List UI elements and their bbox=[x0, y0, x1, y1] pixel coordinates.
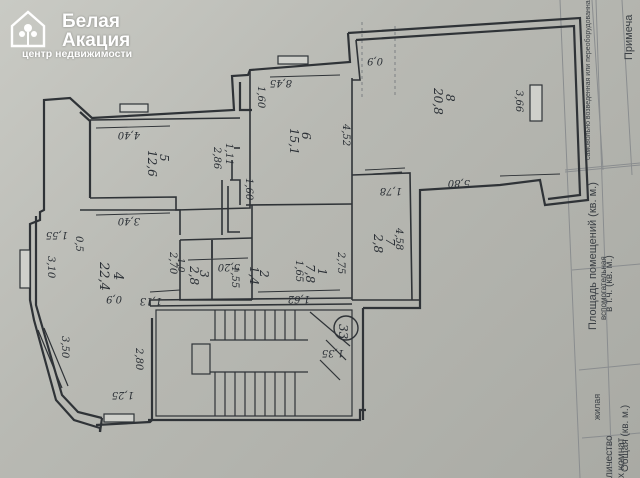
dim-label: 1,25 bbox=[112, 389, 134, 400]
dim-label: 3,50 bbox=[59, 336, 70, 359]
dim-label: 8,45 bbox=[270, 77, 292, 88]
dim-label: 1,55 bbox=[46, 229, 68, 240]
staircase bbox=[155, 309, 359, 417]
room-area: 7,8 bbox=[303, 264, 317, 283]
dim-label: 0,5 bbox=[73, 236, 84, 252]
room-area: 1,4 bbox=[247, 266, 261, 285]
windows bbox=[19, 55, 543, 423]
dim-label: 2,75 bbox=[335, 251, 346, 274]
dim-label: 1,55 bbox=[229, 266, 240, 288]
room-area: 2,8 bbox=[371, 233, 385, 253]
area-header: Площадь помещений (кв. м.) bbox=[587, 182, 599, 330]
including-header: в т.ч. (кв. м.) bbox=[604, 255, 615, 312]
room-number: 7 bbox=[383, 238, 397, 246]
dim-label: 3,40 bbox=[117, 215, 140, 226]
room-area: 12,6 bbox=[145, 150, 159, 177]
room-number: 4 bbox=[110, 271, 125, 280]
dim-label: 0,9 bbox=[105, 293, 122, 304]
rooms-count-header: личество bbox=[604, 435, 615, 478]
self-built-header: самовольно возведенная или переоборудова… bbox=[584, 0, 592, 160]
dim-label: 1,0 bbox=[175, 258, 185, 273]
dim-label: 1,60 bbox=[243, 178, 254, 201]
brand-name-line1: Белая bbox=[62, 11, 120, 32]
dim-label: 5,20 bbox=[217, 261, 240, 272]
dim-label: 3,10 bbox=[45, 256, 56, 279]
dim-label: 3,66 bbox=[513, 90, 524, 113]
stair-number-circle bbox=[333, 315, 359, 341]
dim-label: 1,65 bbox=[293, 260, 304, 282]
dim-label: 5,80 bbox=[447, 177, 470, 188]
dim-label: 1,78 bbox=[380, 185, 402, 196]
room-area: 22,4 bbox=[96, 261, 111, 291]
interior-walls bbox=[80, 39, 420, 307]
room-area: 15,1 bbox=[287, 128, 301, 155]
brand-tagline: центр недвижимости bbox=[22, 48, 133, 60]
form-table-labels: Площадь помещений (кв. м.) в т.ч. (кв. м… bbox=[584, 0, 635, 478]
dim-label: 2,80 bbox=[133, 347, 144, 371]
room-number: 1 bbox=[315, 268, 329, 276]
brand-watermark: Белая Акация bbox=[8, 6, 168, 62]
living-header: жилая bbox=[592, 394, 602, 420]
room-number: 6 bbox=[299, 132, 313, 140]
dim-label: 4,52 bbox=[340, 123, 351, 146]
room-number: 5 bbox=[157, 154, 171, 162]
dimension-lines bbox=[95, 74, 561, 293]
dim-label: 1,35 bbox=[322, 347, 344, 358]
dim-label: 0,9 bbox=[366, 55, 383, 66]
form-table bbox=[559, 0, 640, 478]
house-flower-icon bbox=[10, 10, 46, 48]
stair-number: 33 bbox=[336, 324, 350, 340]
auxiliary-header: вспомогательная bbox=[599, 256, 608, 320]
dim-label: 4,40 bbox=[117, 129, 141, 140]
dimension-labels: 8,45 0,9 1,60 4,52 3,66 5,80 4,40 2,86 1… bbox=[45, 55, 524, 400]
brand-name-line2: Акация bbox=[62, 30, 131, 51]
rooms-count-header-2: х комнат bbox=[616, 437, 627, 478]
room-labels: 1 7,8 2 1,4 3 2,8 4 22,4 5 12,6 6 15,1 7… bbox=[96, 87, 457, 291]
room-number: 2 bbox=[257, 269, 271, 278]
dim-label: 1,60 bbox=[255, 86, 266, 109]
dim-label: 2,86 bbox=[211, 146, 222, 170]
dim-label: 2,70 bbox=[167, 251, 178, 275]
room-area: 2,8 bbox=[187, 265, 201, 285]
room-number: 3 bbox=[197, 270, 211, 278]
total-header: Общая (кв. м.) bbox=[619, 405, 631, 472]
room-area: 20,8 bbox=[431, 87, 445, 115]
note-header: Примеча bbox=[623, 14, 635, 60]
dim-label: 1,62 bbox=[288, 293, 310, 304]
outer-walls bbox=[28, 16, 590, 433]
dim-label: 1,11 bbox=[223, 143, 234, 165]
guide-lines bbox=[361, 22, 396, 100]
dim-label: 4,58 bbox=[393, 227, 404, 250]
room-number: 8 bbox=[443, 94, 457, 102]
dim-label: 1,13 bbox=[140, 295, 162, 306]
